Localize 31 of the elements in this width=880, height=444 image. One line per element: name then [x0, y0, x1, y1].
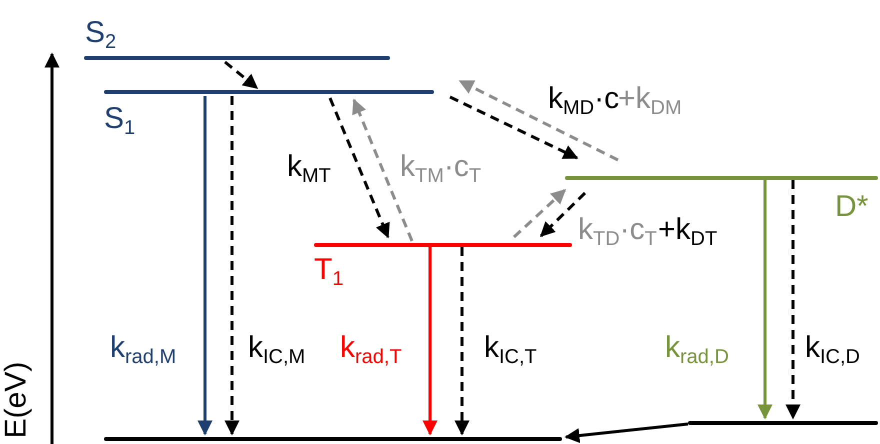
arrow	[458, 80, 619, 162]
rate-label: k$_{MD}$·c	[548, 84, 620, 118]
level-label: T$_{1}$	[314, 255, 344, 289]
arrow	[449, 96, 578, 160]
arrow	[564, 422, 688, 444]
rate-label: k$_{IC,M}$	[248, 333, 306, 367]
arrow	[454, 247, 470, 436]
rate-label: +k$_{DT}$	[658, 215, 718, 249]
rate-label: k$_{rad,M}$	[110, 333, 176, 367]
rate-label: k$_{IC,D}$	[805, 333, 860, 367]
level-label: S$_{1}$	[104, 104, 136, 138]
rate-label: k$_{TD}$·c$_{T}$	[578, 215, 657, 249]
arrow	[328, 97, 390, 238]
arrow	[422, 247, 438, 436]
arrow	[758, 180, 772, 420]
arrow	[786, 180, 800, 420]
arrow	[224, 60, 258, 90]
arrow	[512, 188, 566, 238]
arrow	[198, 96, 212, 436]
axis-label: E(eV)	[1, 362, 32, 438]
rate-label: k$_{rad,T}$	[340, 333, 402, 367]
rate-label: k$_{TM}$·c$_{T}$	[400, 152, 482, 186]
arrow	[352, 98, 414, 242]
rate-label: k$_{IC,T}$	[484, 333, 537, 367]
arrow	[224, 96, 240, 436]
rate-label: +k$_{DM}$	[618, 84, 682, 118]
arrow	[540, 192, 586, 238]
rate-label: k$_{rad,D}$	[665, 333, 729, 367]
level-label: D*	[835, 192, 868, 222]
level-label: S$_{2}$	[85, 18, 116, 52]
rate-label: k$_{MT}$	[287, 152, 331, 186]
